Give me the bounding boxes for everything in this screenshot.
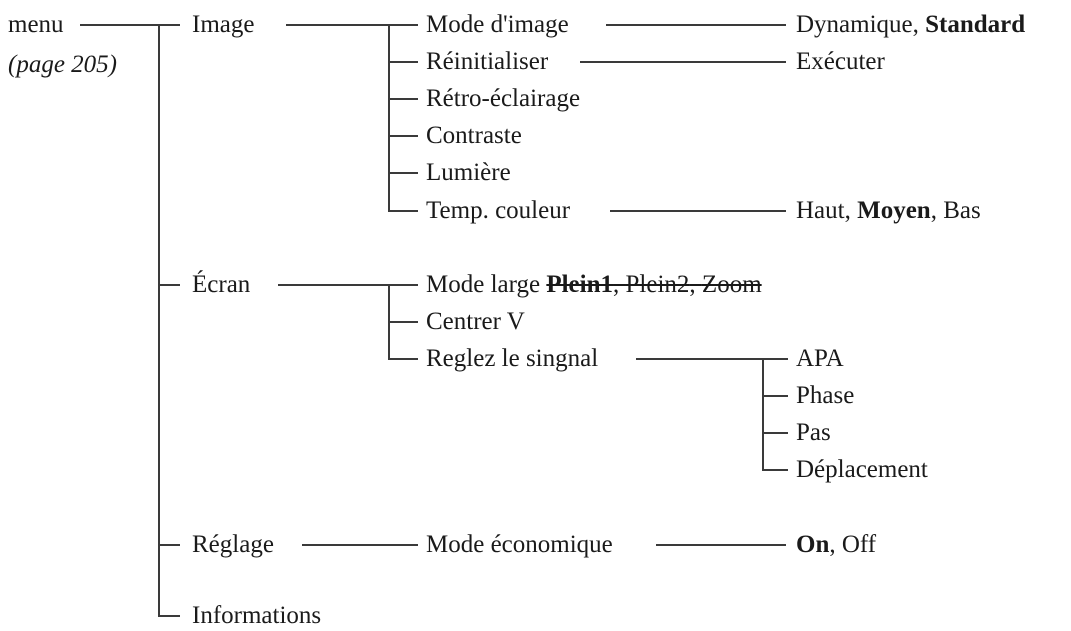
color-temp-options: Haut, Moyen, Bas	[796, 198, 981, 223]
connector-reset	[388, 61, 418, 63]
connector-backlight	[388, 98, 418, 100]
option-separator: ,	[829, 531, 842, 558]
connector-mode-image-options	[606, 24, 786, 26]
connector-screen	[158, 284, 180, 286]
connector-eco-options	[656, 544, 786, 546]
node-color-temp: Temp. couleur	[426, 197, 571, 224]
node-contrast: Contraste	[426, 122, 522, 149]
connector-setting	[158, 544, 180, 546]
page-reference: (page 205)	[8, 51, 117, 78]
mode-image-options: Dynamique, Standard	[796, 12, 1025, 37]
option-moyen-default: Moyen	[857, 197, 931, 224]
connector-vcenter	[388, 321, 418, 323]
connector-signal-branch	[636, 358, 788, 360]
node-mode-image: Mode d'image	[426, 11, 569, 38]
connector-info	[158, 615, 180, 617]
menu-root-label: menu	[8, 11, 64, 38]
option-separator: ,	[689, 271, 702, 298]
connector-screen-branch	[278, 284, 418, 286]
node-backlight: Rétro-éclairage	[426, 85, 581, 112]
connector-deplacement	[762, 469, 788, 471]
node-wide-mode: Mode large Plein1, Plein2, Zoom	[426, 272, 762, 297]
connector-setting-branch	[302, 544, 418, 546]
node-image: Image	[192, 11, 255, 38]
node-screen: Écran	[192, 271, 251, 298]
option-plein1-default: Plein1	[546, 271, 614, 298]
node-reset: Réinitialiser	[426, 48, 549, 75]
connector-spine-root	[158, 24, 160, 616]
connector-colortemp	[388, 210, 418, 212]
option-on-default: On	[796, 531, 830, 558]
reset-value: Exécuter	[796, 48, 885, 75]
wide-mode-label: Mode large	[426, 271, 541, 298]
connector-spine-image	[388, 24, 390, 210]
node-pas: Pas	[796, 419, 831, 446]
option-separator: ,	[613, 271, 626, 298]
option-separator: ,	[912, 11, 926, 38]
eco-options: On, Off	[796, 532, 876, 557]
node-signal: Reglez le singnal	[426, 345, 599, 372]
option-off: Off	[841, 531, 877, 558]
node-setting: Réglage	[192, 531, 274, 558]
wide-mode-options: Plein1, Plein2, Zoom	[546, 271, 761, 298]
connector-signal	[388, 358, 418, 360]
connector-phase	[762, 395, 788, 397]
option-bas: Bas	[943, 197, 981, 224]
option-separator: ,	[844, 197, 858, 224]
connector-pas	[762, 432, 788, 434]
connector-reset-value	[580, 61, 786, 63]
node-deplacement: Déplacement	[796, 456, 928, 483]
option-dynamique: Dynamique	[796, 11, 913, 38]
node-information: Informations	[192, 602, 322, 629]
option-plein2: Plein2	[625, 271, 690, 298]
connector-spine-signal	[762, 358, 764, 469]
option-haut: Haut	[796, 197, 845, 224]
option-separator: ,	[930, 197, 944, 224]
node-phase: Phase	[796, 382, 855, 409]
option-zoom: Zoom	[701, 271, 762, 298]
option-standard-default: Standard	[925, 11, 1026, 38]
node-vcenter: Centrer V	[426, 308, 525, 335]
connector-colortemp-options	[610, 210, 786, 212]
node-eco-mode: Mode économique	[426, 531, 613, 558]
node-brightness: Lumière	[426, 159, 511, 186]
connector-menu-image	[80, 24, 180, 26]
connector-contrast	[388, 135, 418, 137]
connector-brightness	[388, 172, 418, 174]
connector-image-branch	[286, 24, 418, 26]
node-apa: APA	[796, 345, 844, 372]
